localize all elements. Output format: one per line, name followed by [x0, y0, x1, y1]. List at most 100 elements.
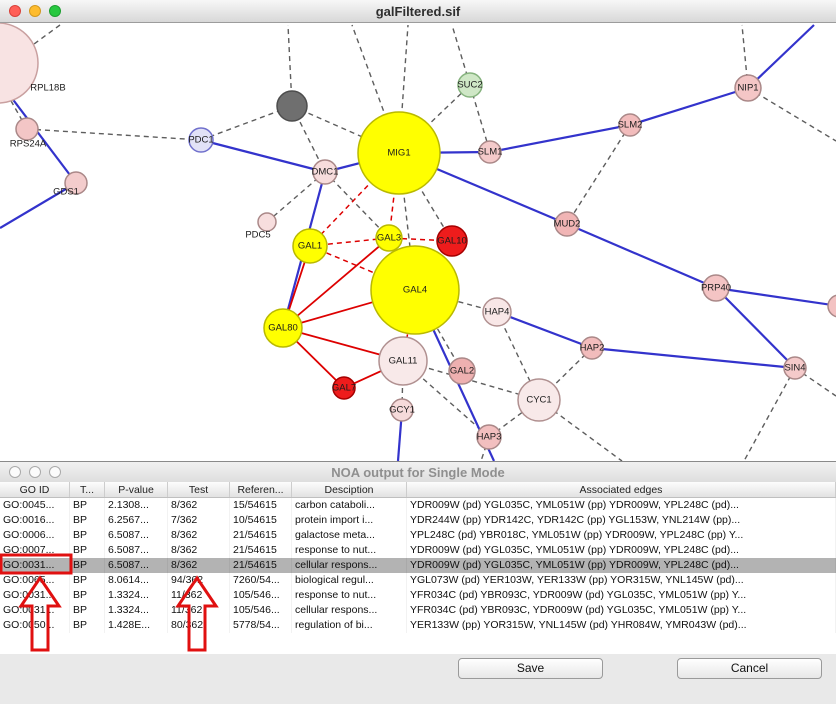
- network-window: galFiltered.sif RPL18BRPS24AGDS1PDC1MIG1…: [0, 0, 836, 463]
- table-cell: 105/546...: [230, 603, 292, 618]
- graph-node-label-GAL7: GAL7: [332, 383, 356, 394]
- table-cell: GO:0007...: [0, 543, 70, 558]
- table-row[interactable]: GO:0031...BP1.3324...11/362105/546...cel…: [0, 603, 836, 618]
- table-cell: galactose meta...: [292, 528, 407, 543]
- table-cell: protein import i...: [292, 513, 407, 528]
- table-cell: cellular respons...: [292, 558, 407, 573]
- table-cell: 8/362: [168, 543, 230, 558]
- graph-node-label-MUD2: MUD2: [554, 219, 581, 230]
- graph-edge-dash: [27, 129, 201, 140]
- table-row-selected[interactable]: GO:0031...BP6.5087...8/36221/54615cellul…: [0, 558, 836, 573]
- table-cell: YDR009W (pd) YGL035C, YML051W (pp) YDR00…: [407, 498, 836, 513]
- minimize-button[interactable]: [29, 466, 41, 478]
- graph-canvas[interactable]: RPL18BRPS24AGDS1PDC1MIG1SUC2SLM1SLM2NIP1…: [0, 23, 836, 461]
- table-cell: 21/54615: [230, 543, 292, 558]
- table-cell: GO:0016...: [0, 513, 70, 528]
- graph-node-RPS24A[interactable]: [16, 118, 38, 140]
- table-cell: 11/362: [168, 588, 230, 603]
- table-cell: 94/362: [168, 573, 230, 588]
- graph-edge-blue: [630, 88, 748, 125]
- table-cell: 1.3324...: [105, 588, 168, 603]
- column-header-4[interactable]: Referen...: [230, 482, 292, 497]
- graph-node-label-CYC1: CYC1: [526, 395, 551, 406]
- column-header-1[interactable]: T...: [70, 482, 105, 497]
- table-cell: YER133W (pp) YOR315W, YNL145W (pd) YHR08…: [407, 618, 836, 633]
- window-controls: [9, 5, 61, 17]
- table-cell: biological regul...: [292, 573, 407, 588]
- table-cell: 11/362: [168, 603, 230, 618]
- cancel-button[interactable]: Cancel: [677, 658, 822, 679]
- table-row[interactable]: GO:0007...BP6.5087...8/36221/54615respon…: [0, 543, 836, 558]
- graph-node-label-GAL4: GAL4: [403, 285, 427, 296]
- table-row[interactable]: GO:0065...BP8.0614...94/3627260/54...bio…: [0, 573, 836, 588]
- table-cell: 1.428E...: [105, 618, 168, 633]
- graph-node-label-HAP2: HAP2: [580, 343, 605, 354]
- column-header-2[interactable]: P-value: [105, 482, 168, 497]
- table-cell: GO:0031...: [0, 603, 70, 618]
- table-row[interactable]: GO:0016...BP6.2567...7/36210/54615protei…: [0, 513, 836, 528]
- table-cell: 21/54615: [230, 558, 292, 573]
- close-button[interactable]: [9, 466, 21, 478]
- table-cell: 21/54615: [230, 528, 292, 543]
- table-cell: 105/546...: [230, 588, 292, 603]
- table-cell: response to nut...: [292, 588, 407, 603]
- graph-node-edge-node-right[interactable]: [828, 295, 836, 317]
- graph-node-unnamed-gray[interactable]: [277, 91, 307, 121]
- table-cell: response to nut...: [292, 543, 407, 558]
- results-window-titlebar[interactable]: NOA output for Single Mode: [0, 462, 836, 483]
- results-window-title: NOA output for Single Mode: [331, 465, 505, 480]
- graph-edge-blue: [716, 288, 795, 368]
- table-cell: YFR034C (pd) YBR093C, YDR009W (pd) YGL03…: [407, 603, 836, 618]
- table-cell: 8/362: [168, 528, 230, 543]
- table-cell: BP: [70, 588, 105, 603]
- table-cell: BP: [70, 618, 105, 633]
- table-cell: 5778/54...: [230, 618, 292, 633]
- table-header: GO IDT...P-valueTestReferen...Desciption…: [0, 482, 836, 498]
- zoom-button[interactable]: [49, 466, 61, 478]
- table-cell: 1.3324...: [105, 603, 168, 618]
- table-cell: BP: [70, 603, 105, 618]
- graph-node-label-DMC1: DMC1: [312, 167, 339, 178]
- table-body: GO:0045...BP2.1308...8/36215/54615carbon…: [0, 498, 836, 633]
- column-header-6[interactable]: Associated edges: [407, 482, 836, 497]
- minimize-button[interactable]: [29, 5, 41, 17]
- table-cell: 80/362: [168, 618, 230, 633]
- table-cell: 10/54615: [230, 513, 292, 528]
- table-cell: BP: [70, 558, 105, 573]
- graph-edge-blue: [497, 312, 592, 348]
- table-cell: GO:0006...: [0, 528, 70, 543]
- column-header-3[interactable]: Test: [168, 482, 230, 497]
- table-cell: GO:0031...: [0, 588, 70, 603]
- network-graph: RPL18BRPS24AGDS1PDC1MIG1SUC2SLM1SLM2NIP1…: [0, 23, 836, 461]
- graph-node-label-SUC2: SUC2: [457, 80, 482, 91]
- close-button[interactable]: [9, 5, 21, 17]
- network-window-titlebar[interactable]: galFiltered.sif: [0, 0, 836, 23]
- table-cell: YGL073W (pd) YER103W, YER133W (pp) YOR31…: [407, 573, 836, 588]
- graph-edge-dash: [744, 368, 795, 461]
- column-header-0[interactable]: GO ID: [0, 482, 70, 497]
- table-cell: GO:0065...: [0, 573, 70, 588]
- graph-edge-blue: [490, 125, 630, 152]
- graph-node-label-SLM1: SLM1: [478, 147, 503, 158]
- graph-node-label-MIG1: MIG1: [387, 148, 410, 159]
- column-header-5[interactable]: Desciption: [292, 482, 407, 497]
- graph-node-label-HAP4: HAP4: [485, 307, 510, 318]
- table-row[interactable]: GO:0045...BP2.1308...8/36215/54615carbon…: [0, 498, 836, 513]
- table-cell: GO:0031...: [0, 558, 70, 573]
- table-cell: 7/362: [168, 513, 230, 528]
- zoom-button[interactable]: [49, 5, 61, 17]
- save-button[interactable]: Save: [458, 658, 603, 679]
- results-window: NOA output for Single Mode GO IDT...P-va…: [0, 462, 836, 704]
- table-cell: YDR244W (pp) YDR142C, YDR142C (pp) YGL15…: [407, 513, 836, 528]
- table-cell: 7260/54...: [230, 573, 292, 588]
- table-cell: 6.5087...: [105, 558, 168, 573]
- graph-node-label-NIP1: NIP1: [737, 83, 758, 94]
- table-row[interactable]: GO:0006...BP6.5087...8/36221/54615galact…: [0, 528, 836, 543]
- table-row[interactable]: GO:0050...BP1.428E...80/3625778/54...reg…: [0, 618, 836, 633]
- table-cell: 6.5087...: [105, 543, 168, 558]
- table-row[interactable]: GO:0031...BP1.3324...11/362105/546...res…: [0, 588, 836, 603]
- graph-edge-dash: [748, 88, 836, 141]
- table-cell: 6.2567...: [105, 513, 168, 528]
- graph-node-PDC5[interactable]: [258, 213, 276, 231]
